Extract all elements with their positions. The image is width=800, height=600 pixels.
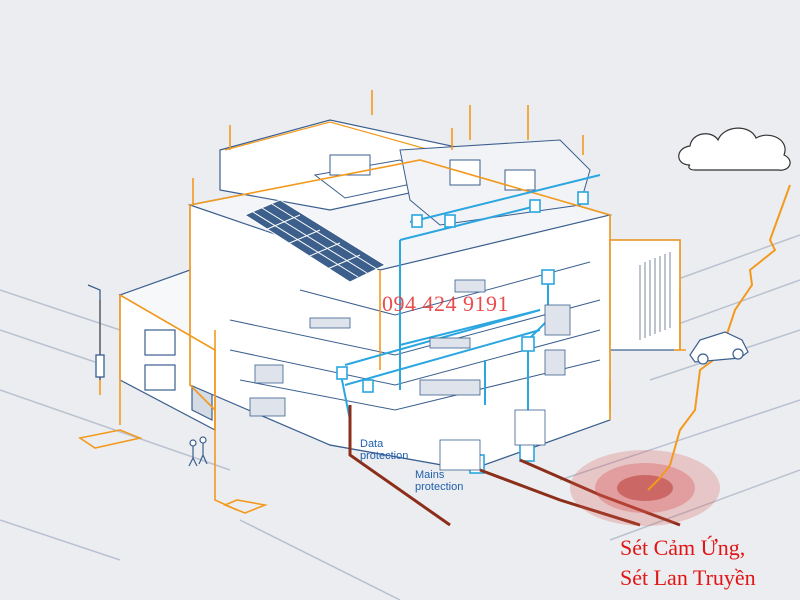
data-protection-label-line2: protection	[360, 450, 409, 462]
mains-protection-label-line1: Mains	[415, 469, 445, 481]
lightning-impact-zone	[570, 450, 720, 526]
street-lamp-icon	[87, 284, 105, 380]
interior-rooms	[249, 279, 571, 471]
caption-line-2: Sét Lan Truyền	[620, 565, 756, 590]
pedestrian-icon	[188, 436, 208, 467]
mains-protection-label-line2: protection	[415, 481, 464, 493]
data-protection-label-line1: Data	[360, 438, 384, 450]
solar-panel-icon	[243, 199, 387, 283]
watermark-phone: 094 424 9191	[382, 291, 509, 316]
protection-network	[339, 174, 601, 450]
data-protection-label: Data protection	[360, 438, 408, 462]
cloud-icon	[678, 127, 791, 171]
caption-line-1: Sét Cảm Ứng,	[620, 535, 746, 560]
car-icon	[689, 331, 749, 365]
floor-slabs	[229, 261, 601, 411]
underground-cables	[348, 405, 681, 527]
mains-protection-label: Mains protection	[415, 469, 463, 493]
